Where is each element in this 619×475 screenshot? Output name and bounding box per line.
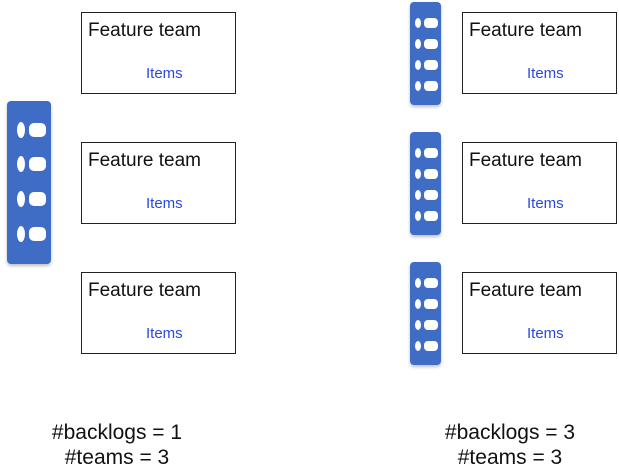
- feature-team-box: Feature team Items: [462, 142, 617, 224]
- items-label: Items: [146, 325, 183, 342]
- feature-team-title: Feature team: [88, 150, 201, 171]
- feature-team-box: Feature team Items: [81, 12, 236, 94]
- items-label: Items: [146, 65, 183, 82]
- feature-team-title: Feature team: [88, 280, 201, 301]
- backlogs-count-label: #backlogs = 3: [444, 421, 576, 444]
- feature-team-box: Feature team Items: [462, 12, 617, 94]
- left-caption: #backlogs = 1 #teams = 3: [17, 420, 217, 470]
- backlog-list-icon: [410, 262, 441, 365]
- feature-team-title: Feature team: [469, 20, 582, 41]
- backlogs-count-label: #backlogs = 1: [51, 421, 183, 444]
- teams-count-label: #teams = 3: [64, 446, 170, 469]
- feature-team-box: Feature team Items: [81, 272, 236, 354]
- items-label: Items: [527, 65, 564, 82]
- items-label: Items: [527, 325, 564, 342]
- feature-team-title: Feature team: [88, 20, 201, 41]
- items-label: Items: [146, 195, 183, 212]
- feature-team-title: Feature team: [469, 150, 582, 171]
- feature-team-title: Feature team: [469, 280, 582, 301]
- backlog-list-icon: [7, 101, 51, 264]
- backlog-list-icon: [410, 2, 441, 105]
- feature-team-box: Feature team Items: [462, 272, 617, 354]
- backlog-list-icon: [410, 132, 441, 235]
- items-label: Items: [527, 195, 564, 212]
- feature-team-box: Feature team Items: [81, 142, 236, 224]
- right-caption: #backlogs = 3 #teams = 3: [410, 420, 610, 470]
- teams-count-label: #teams = 3: [457, 446, 563, 469]
